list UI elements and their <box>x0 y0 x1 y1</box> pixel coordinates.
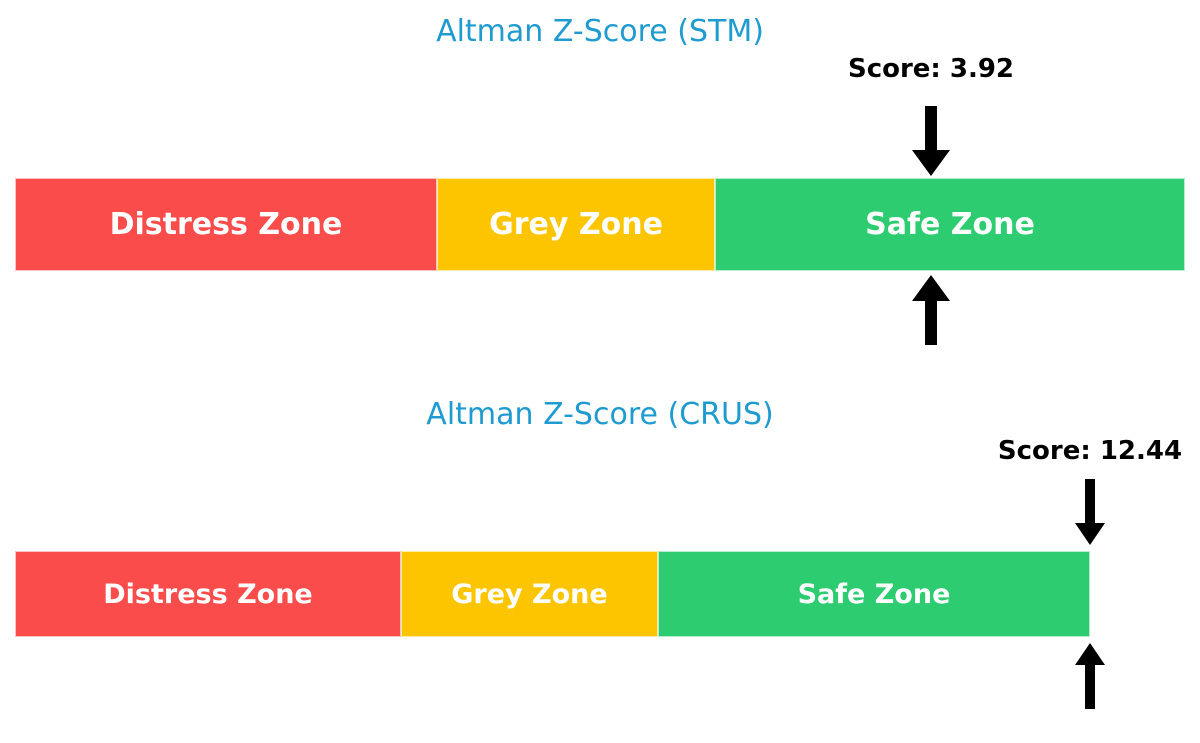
zone-safe-stm[interactable]: Safe Zone <box>715 178 1185 271</box>
zone-label-safe-crus: Safe Zone <box>797 578 951 610</box>
chart-title-crus: Altman Z-Score (CRUS) <box>426 397 774 432</box>
zone-grey-stm[interactable]: Grey Zone <box>437 178 715 271</box>
chart-panel-crus: Altman Z-Score (CRUS) Score: 12.44 Distr… <box>0 373 1200 743</box>
chart-panel-stm: Altman Z-Score (STM) Score: 3.92 Distres… <box>0 0 1200 370</box>
zone-bar-stm: Distress Zone Grey Zone Safe Zone <box>15 178 1185 271</box>
zone-bar-crus: Distress Zone Grey Zone Safe Zone <box>15 551 1090 637</box>
chart-title-stm: Altman Z-Score (STM) <box>436 14 764 49</box>
zone-label-distress-stm: Distress Zone <box>109 206 343 242</box>
score-marker-arrow-up-crus <box>1073 643 1107 709</box>
zone-label-grey-crus: Grey Zone <box>451 578 608 610</box>
zone-distress-crus[interactable]: Distress Zone <box>15 551 401 637</box>
score-label-stm: Score: 3.92 <box>847 54 1015 84</box>
zone-safe-crus[interactable]: Safe Zone <box>658 551 1090 637</box>
zone-grey-crus[interactable]: Grey Zone <box>401 551 658 637</box>
zone-distress-stm[interactable]: Distress Zone <box>15 178 437 271</box>
zone-label-distress-crus: Distress Zone <box>103 578 313 610</box>
score-label-crus: Score: 12.44 <box>997 436 1183 466</box>
score-marker-arrow-up-stm <box>910 275 952 345</box>
zone-label-grey-stm: Grey Zone <box>489 206 663 242</box>
score-marker-arrow-down-crus <box>1073 479 1107 545</box>
score-marker-arrow-down-stm <box>910 106 952 176</box>
zone-label-safe-stm: Safe Zone <box>865 206 1035 242</box>
